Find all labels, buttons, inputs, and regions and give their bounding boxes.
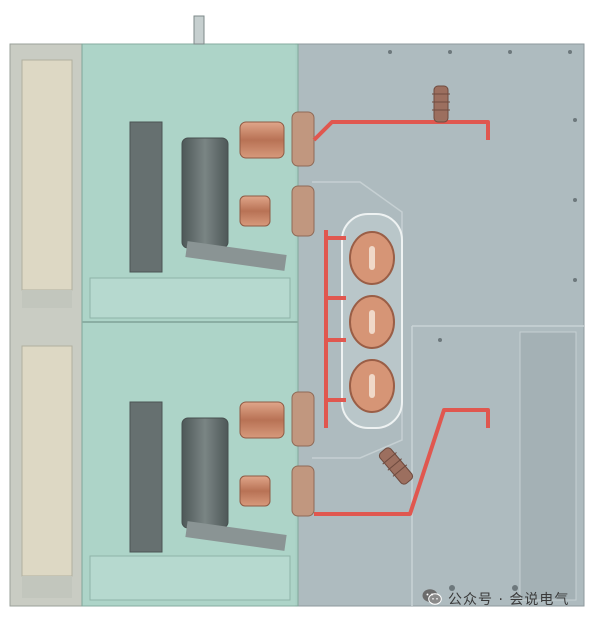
watermark-text: 公众号 · 会说电气 (448, 592, 570, 608)
cable-compartment (295, 43, 585, 607)
left-side-panel (9, 43, 83, 607)
upper-outgoing-busbar (312, 120, 490, 142)
lower-outgoing-busbar (314, 408, 490, 516)
lower-breaker-unit (129, 391, 315, 553)
branch-busbars (312, 120, 490, 516)
wechat-icon (422, 588, 442, 610)
upper-support-insulator (432, 85, 450, 123)
lower-support-insulator (378, 447, 414, 485)
main-busbar-chamber (341, 213, 403, 429)
wechat-watermark: 公众号 · 会说电气 (422, 588, 569, 610)
upper-breaker-unit (129, 111, 315, 273)
